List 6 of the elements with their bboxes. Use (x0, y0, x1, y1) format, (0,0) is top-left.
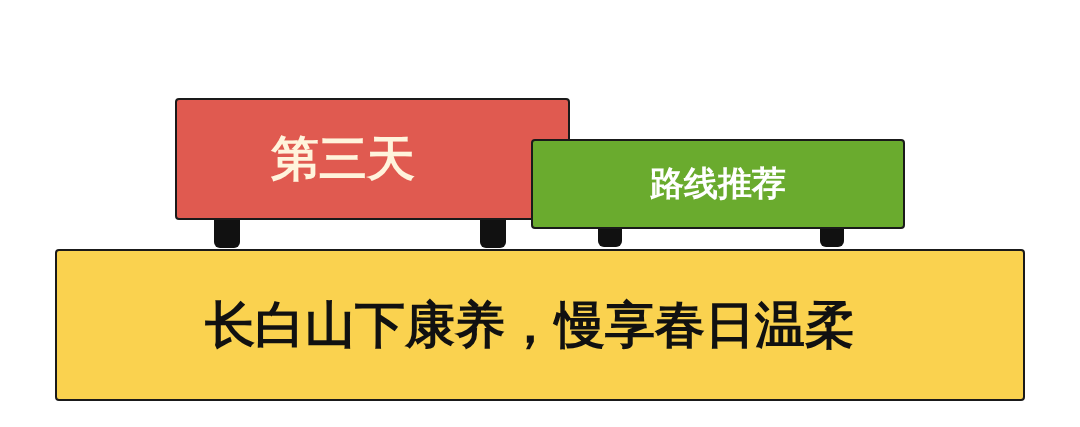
title-board (175, 98, 570, 220)
day-title: 第三天 (270, 129, 415, 188)
headline-board (55, 249, 1025, 401)
subtitle-board (531, 139, 905, 229)
headline-text: 长白山下康养，慢享春日温柔 (205, 294, 855, 356)
subtitle-text: 路线推荐 (650, 162, 786, 205)
